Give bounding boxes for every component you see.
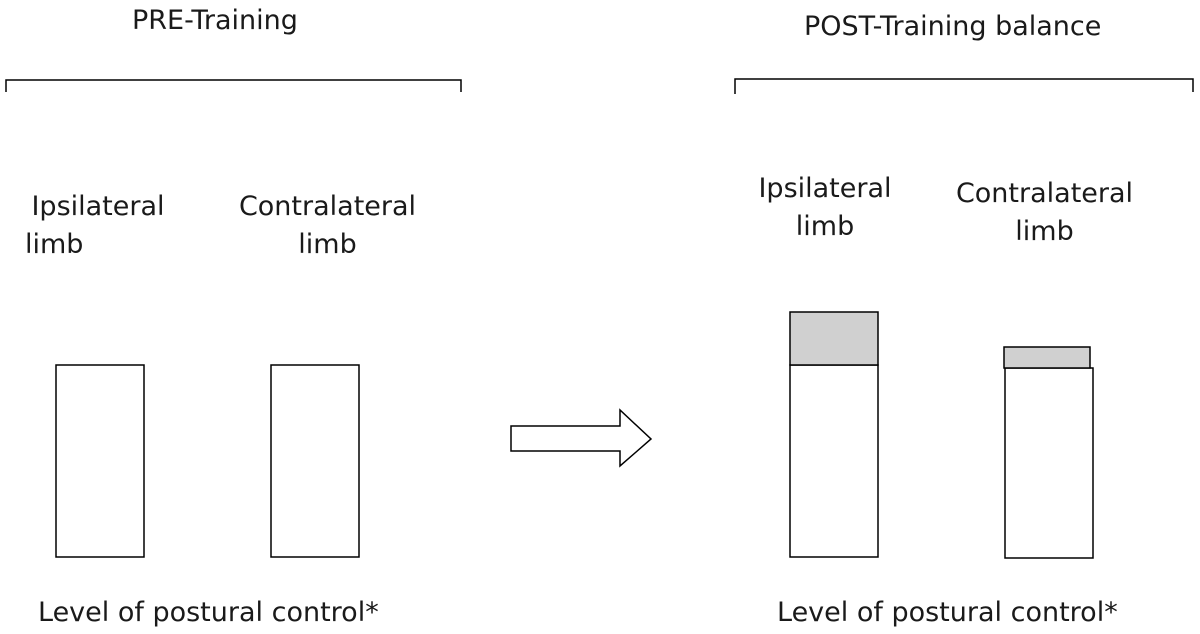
post-contralateral-label: Contralateral limb bbox=[942, 175, 1147, 251]
post-contralateral-line1: Contralateral bbox=[955, 178, 1134, 209]
post-ipsilateral-label: Ipsilateral limb bbox=[745, 170, 905, 246]
post-ipsilateral-line2: limb bbox=[795, 211, 855, 242]
pre-contralateral-line1: Contralateral bbox=[238, 191, 417, 222]
pre-contralateral-bar bbox=[270, 364, 360, 558]
post-contralateral-bar bbox=[1004, 367, 1094, 559]
transition-arrow bbox=[510, 408, 653, 468]
pre-title: PRE-Training bbox=[132, 5, 298, 36]
post-contralateral-gain bbox=[1003, 346, 1091, 369]
pre-ipsilateral-label: Ipsilateral limb bbox=[18, 188, 178, 264]
post-ipsilateral-gain bbox=[789, 311, 879, 366]
post-contralateral-line2: limb bbox=[1015, 216, 1074, 247]
pre-ipsilateral-line2: limb bbox=[25, 229, 84, 260]
pre-contralateral-label: Contralateral limb bbox=[225, 188, 430, 264]
post-title: POST-Training balance bbox=[804, 11, 1102, 42]
pre-bracket bbox=[5, 79, 462, 92]
pre-ipsilateral-bar bbox=[55, 364, 145, 558]
pre-ipsilateral-line1: Ipsilateral bbox=[31, 191, 165, 222]
pre-contralateral-line2: limb bbox=[298, 229, 357, 260]
post-footer: Level of postural control* bbox=[777, 597, 1118, 628]
post-ipsilateral-bar bbox=[789, 364, 879, 558]
pre-footer: Level of postural control* bbox=[38, 597, 379, 628]
post-bracket bbox=[734, 78, 1194, 94]
post-ipsilateral-line1: Ipsilateral bbox=[758, 173, 892, 204]
